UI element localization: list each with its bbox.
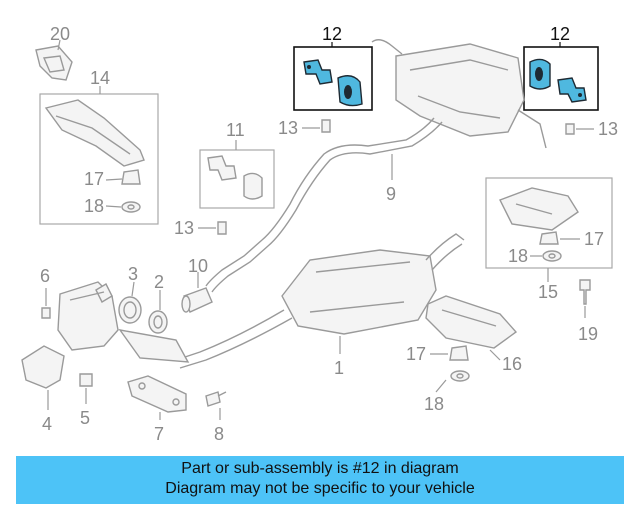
part-17-clip-a[interactable] [121,169,141,185]
callout-6[interactable]: 6 [40,266,50,286]
callout-16[interactable]: 16 [502,354,522,374]
callout-18-a[interactable]: 18 [84,196,104,216]
part-7-gasket-plate[interactable] [127,375,187,413]
callout-19[interactable]: 19 [578,324,598,344]
callout-1[interactable]: 1 [334,358,344,378]
part-9-intermediate-pipe[interactable] [205,117,443,293]
leader-17-a [105,178,123,181]
part-17-clip-b[interactable] [539,231,559,245]
callout-3[interactable]: 3 [128,264,138,284]
leader-18-c [435,379,447,393]
part-18-washer-b[interactable] [542,250,562,262]
part-12-rubber-isolator-left[interactable] [337,75,363,107]
callout-5[interactable]: 5 [80,408,90,428]
part-13-bolt-left[interactable] [217,221,227,235]
part-12-hanger-bracket-left[interactable] [303,59,333,85]
part-11-hanger[interactable] [207,155,263,200]
exhaust-parts-diagram: 20 14 17 18 12 12 [21,24,618,444]
part-12-hanger-bracket-right[interactable] [557,77,587,103]
callout-12-left[interactable]: 12 [322,24,342,44]
callout-18-b[interactable]: 18 [508,246,528,266]
part-13-bolt-right[interactable] [565,123,575,135]
callout-2[interactable]: 2 [154,272,164,292]
callout-17-b[interactable]: 17 [584,229,604,249]
part-3-seal-ring[interactable] [118,296,142,324]
banner-line-2: Diagram may not be specific to your vehi… [165,480,475,497]
callout-13-left[interactable]: 13 [174,218,194,238]
leader-3 [131,281,135,297]
part-14-frame [39,93,159,225]
callout-15[interactable]: 15 [538,282,558,302]
callout-20[interactable]: 20 [50,24,70,44]
part-18-washer-a[interactable] [121,201,141,213]
catalytic-converter[interactable] [57,281,190,363]
part-1-front-muffler[interactable] [175,233,465,369]
part-18-washer-c[interactable] [450,370,470,382]
leader-18-a [105,205,122,208]
part-20-bracket[interactable] [35,45,73,81]
callout-17-a[interactable]: 17 [84,169,104,189]
part-15-heat-shield[interactable] [499,187,579,231]
part-15-frame [485,177,613,269]
callout-17-c[interactable]: 17 [406,344,426,364]
part-8-bolt[interactable] [205,391,227,407]
callout-18-c[interactable]: 18 [424,394,444,414]
part-13-bolt-center[interactable] [321,119,331,133]
part-10-clamp[interactable] [181,287,213,313]
part-16-heat-shield[interactable] [425,295,518,349]
banner-line-1: Part or sub-assembly is #12 in diagram [181,460,459,477]
leader-20 [57,39,61,51]
callout-4[interactable]: 4 [42,414,52,434]
callout-13-right[interactable]: 13 [598,119,618,139]
part-17-clip-c[interactable] [449,345,469,361]
callout-9[interactable]: 9 [386,184,396,204]
part-11-frame [199,149,275,209]
callout-8[interactable]: 8 [214,424,224,444]
rear-muffler[interactable] [371,39,547,149]
part-5-bolt[interactable] [79,373,93,387]
callout-13-center[interactable]: 13 [278,118,298,138]
part-14-heat-shield[interactable] [44,99,145,167]
callout-12-right[interactable]: 12 [550,24,570,44]
part-12-rubber-isolator-right[interactable] [529,58,551,90]
info-banner: Part or sub-assembly is #12 in diagram D… [16,456,624,504]
callout-10[interactable]: 10 [188,256,208,276]
part-19-bolt[interactable] [579,279,591,305]
part-2-gasket[interactable] [148,310,168,334]
part-6-stud[interactable] [41,307,51,319]
callout-7[interactable]: 7 [154,424,164,444]
callout-11[interactable]: 11 [226,120,245,140]
leader-16 [489,349,501,361]
part-4-bracket[interactable] [21,345,65,389]
callout-14[interactable]: 14 [90,68,110,88]
